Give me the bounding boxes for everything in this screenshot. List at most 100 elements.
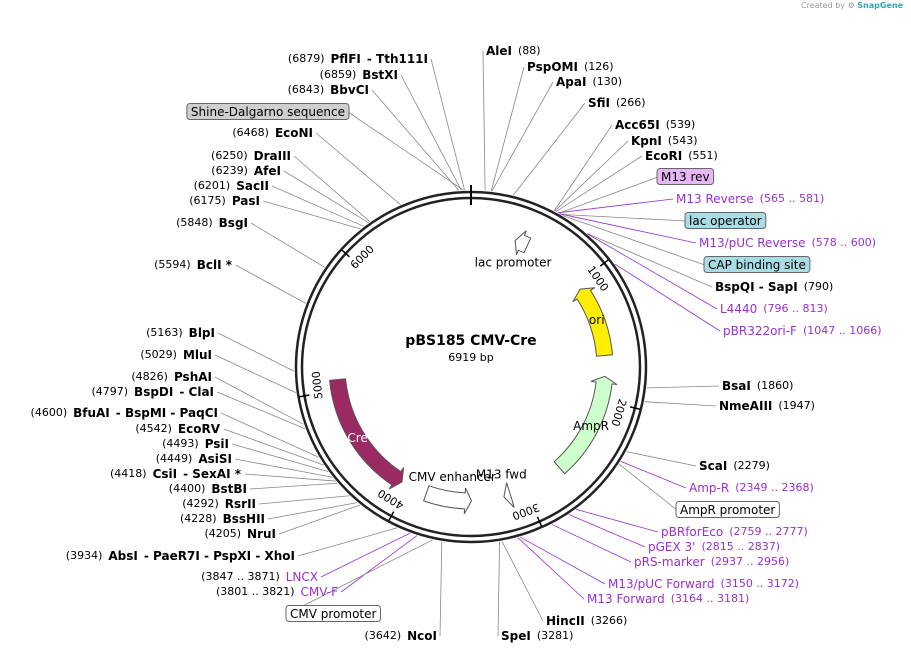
label-pos: (565 .. 581) [760, 192, 825, 205]
label-text: (6468)EcoNI [232, 126, 313, 140]
leader-line [347, 111, 464, 191]
credit: Created by ⚙ SnapGene [801, 1, 903, 10]
label-text: M13 Reverse (565 .. 581) [676, 192, 824, 206]
feature-ampr [553, 375, 618, 475]
leader-line [559, 213, 697, 244]
label-name: BspQI - SapI [715, 280, 798, 294]
leader-line [262, 200, 361, 230]
label-name: BspDI [134, 385, 173, 399]
site-label-ampr-promoter: AmpR promoter [675, 501, 780, 518]
label-pos: (539) [666, 118, 696, 131]
label-text: (5594)BclI * [154, 258, 233, 272]
label-text: M13 rev [661, 170, 710, 184]
site-label-blpi: (5163)BlpI [146, 326, 215, 340]
site-label-lac-operator: lac operator [684, 212, 767, 229]
label-name: DraIII [254, 149, 291, 163]
site-label-ecori: EcoRI(551) [645, 149, 718, 163]
backbone-outer-strand [294, 190, 648, 544]
leader-line [250, 222, 325, 268]
leader-line [644, 401, 717, 407]
tick-mark [536, 516, 543, 527]
label-text: CAP binding site [708, 258, 806, 272]
label-text: (4418)CsiI- SexAI * [110, 467, 242, 481]
label-name: NruI [247, 527, 276, 541]
site-label-pflfi: (6879)PflFI- Tth111I [288, 52, 428, 66]
label-name: SpeI [501, 629, 531, 643]
label-name: pRS-marker [634, 555, 705, 569]
label-name: M13/pUC Forward [608, 577, 715, 591]
label-text: HincII (3266) [546, 614, 627, 628]
site-label-scai: ScaI(2279) [699, 459, 770, 473]
leader-line [283, 170, 369, 224]
site-label-sacii: (6201)SacII [194, 179, 269, 193]
leader-line [315, 132, 401, 205]
tick-mark [388, 511, 395, 521]
leader-line [560, 213, 687, 222]
leader-line [490, 66, 525, 192]
feature-label-ampr: AmpR [573, 419, 609, 433]
feature-ori [572, 287, 614, 357]
tick-label: 5000 [309, 370, 325, 399]
label-pos: (2759 .. 2777) [729, 525, 808, 538]
label-text: ApaI(130) [556, 75, 622, 89]
tick-mark [341, 249, 350, 258]
leader-line [618, 463, 678, 511]
label-text: (5848)BsgI [176, 216, 248, 230]
label-name: pBR322ori-F [723, 324, 797, 338]
leader-line [234, 458, 333, 478]
leader-line [501, 541, 544, 622]
label-name: ScaI [699, 459, 727, 473]
site-label-bspqi-sapi: BspQI - SapI(790) [715, 280, 833, 294]
label-name: M13 Reverse [676, 192, 754, 206]
feature-cmv-enhancer [422, 485, 473, 515]
label-name: Acc65I [615, 118, 660, 132]
site-label-pasi: (6175)PasI [189, 194, 260, 208]
label-name: ApaI [556, 75, 586, 89]
label-extra: - SexAI * [183, 467, 242, 481]
site-label-amp-r: Amp-R(2349 .. 2368) [689, 481, 814, 495]
label-text: (6879)PflFI- Tth111I [288, 52, 428, 66]
label-name: SacII [236, 179, 269, 193]
label-pos: (3642) [365, 629, 402, 642]
label-text: (4292)RsrII [182, 497, 256, 511]
site-label-bcli: (5594)BclI * [154, 258, 233, 272]
leader-line [340, 535, 418, 593]
leader-line [400, 74, 462, 191]
label-pos: (4797) [91, 385, 128, 398]
site-label-cmv-f: (3801 .. 3821)CMV-F [216, 585, 338, 599]
label-pos: (3150 .. 3172) [721, 577, 800, 590]
label-pos: (1947) [778, 399, 815, 412]
label-pos: (551) [688, 149, 718, 162]
label-text: (6843)BbvCI [288, 83, 369, 97]
label-extra: - BspMI - PaqCI [116, 406, 218, 420]
leader-line [482, 50, 486, 191]
label-box [285, 605, 382, 622]
leader-line [558, 176, 659, 214]
label-name: PflFI [331, 52, 361, 66]
label-text: (5029)MluI [140, 348, 212, 362]
label-pos: (6843) [288, 83, 325, 96]
credit-prefix: Created by [801, 1, 846, 10]
site-label-bstxi: (6859)BstXI [320, 68, 398, 82]
label-pos: (126) [584, 60, 614, 73]
label-text: (3847 .. 3871)LNCX [201, 570, 318, 584]
label-text: SpeI(3281) [501, 629, 573, 643]
label-pos: (4228) [180, 512, 217, 525]
leader-line [214, 354, 297, 394]
label-name: pBRforEco [661, 525, 723, 539]
site-label-pbr322ori-f: pBR322ori-F(1047 .. 1066) [723, 324, 882, 338]
label-pos: (3266) [591, 614, 628, 627]
label-name: AfeI [254, 164, 281, 178]
label-text: M13 Forward(3164 .. 3181) [587, 592, 749, 606]
credit-brand: SnapGene [857, 1, 903, 10]
label-name: HincII [546, 614, 585, 628]
label-pos: (6175) [189, 194, 226, 207]
label-text: SfiI(266) [588, 96, 646, 110]
label-pos: (4400) [169, 482, 206, 495]
label-pos: (4826) [131, 370, 168, 383]
label-pos: (4542) [135, 422, 172, 435]
plasmid-backbone [294, 190, 648, 544]
label-name: AbsI [108, 549, 137, 563]
label-pos: (6879) [288, 52, 325, 65]
